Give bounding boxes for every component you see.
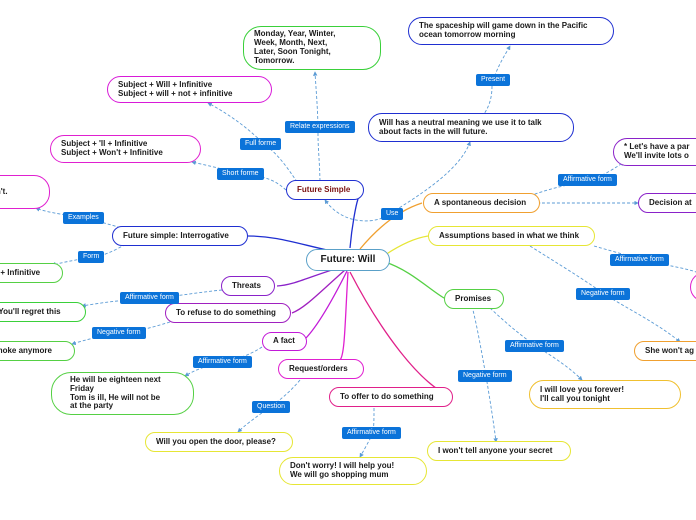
- time-expressions-node[interactable]: Monday, Year, Winter, Week, Month, Next,…: [243, 26, 381, 70]
- label-form[interactable]: Form: [78, 251, 105, 264]
- label-negative-refuse[interactable]: Negative form: [92, 327, 146, 340]
- center-topic[interactable]: Future: Will: [306, 249, 390, 271]
- label-affirmative-fact[interactable]: Affirmative form: [193, 356, 252, 369]
- offer-example-node[interactable]: Don't worry! I will help you! We will go…: [279, 457, 427, 485]
- form-node[interactable]: ct + Infinitive: [0, 263, 63, 283]
- interrogative-node[interactable]: Future simple: Interrogative: [112, 226, 248, 246]
- promise-negative-example-node[interactable]: I won't tell anyone your secret: [427, 441, 571, 461]
- refuse-node[interactable]: To refuse to do something: [165, 303, 291, 323]
- offer-node[interactable]: To offer to do something: [329, 387, 453, 407]
- label-use[interactable]: Use: [381, 208, 404, 221]
- promise-affirmative-example-node[interactable]: I will love you forever! I'll call you t…: [529, 380, 681, 409]
- label-question[interactable]: Question: [252, 401, 291, 414]
- spaceship-example-node[interactable]: The spaceship will game down in the Paci…: [408, 17, 614, 45]
- label-short-form[interactable]: Short forme: [217, 168, 264, 181]
- label-affirmative-threats[interactable]: Affirmative form: [120, 292, 179, 305]
- fact-example-node[interactable]: He will be eighteen next Friday Tom is i…: [51, 372, 194, 415]
- use-meaning-node[interactable]: Will has a neutral meaning we use it to …: [368, 113, 574, 142]
- request-node[interactable]: Request/orders: [278, 359, 364, 379]
- decision-at-node[interactable]: Decision at: [638, 193, 696, 213]
- future-simple-node[interactable]: Future Simple: [286, 180, 364, 200]
- label-affirmative-assumption[interactable]: Affirmative form: [610, 254, 669, 267]
- label-present[interactable]: Present: [476, 74, 511, 87]
- label-affirmative-offer[interactable]: Affirmative form: [342, 427, 401, 440]
- examples-node[interactable]: on't.: [0, 175, 50, 209]
- label-negative-promise[interactable]: Negative form: [458, 370, 512, 383]
- label-negative-assumption[interactable]: Negative form: [576, 288, 630, 301]
- assumption-negative-example-node[interactable]: She won't ag: [634, 341, 696, 361]
- fact-node[interactable]: A fact: [262, 332, 307, 351]
- spontaneous-example-node[interactable]: * Let's have a par We'll invite lots o: [613, 138, 696, 166]
- spontaneous-decision-node[interactable]: A spontaneous decision: [423, 193, 540, 213]
- label-examples[interactable]: Examples: [63, 212, 104, 225]
- threat-example-node[interactable]: t! You'll regret this: [0, 302, 86, 322]
- assumptions-node[interactable]: Assumptions based in what we think: [428, 226, 595, 246]
- label-relate-expressions[interactable]: Relate expressions: [285, 121, 355, 134]
- label-affirmative-promise[interactable]: Affirmative form: [505, 340, 564, 353]
- question-example-node[interactable]: Will you open the door, please?: [145, 432, 293, 452]
- label-full-form[interactable]: Full forme: [240, 138, 282, 151]
- full-form-node[interactable]: Subject + Will + Infinitive Subject + wi…: [107, 76, 272, 103]
- threats-node[interactable]: Threats: [221, 276, 275, 296]
- short-form-node[interactable]: Subject + 'll + Infinitive Subject + Won…: [50, 135, 201, 163]
- refuse-example-node[interactable]: smoke anymore: [0, 341, 75, 361]
- promises-node[interactable]: Promises: [444, 289, 504, 309]
- label-affirmative-spontaneous[interactable]: Affirmative form: [558, 174, 617, 187]
